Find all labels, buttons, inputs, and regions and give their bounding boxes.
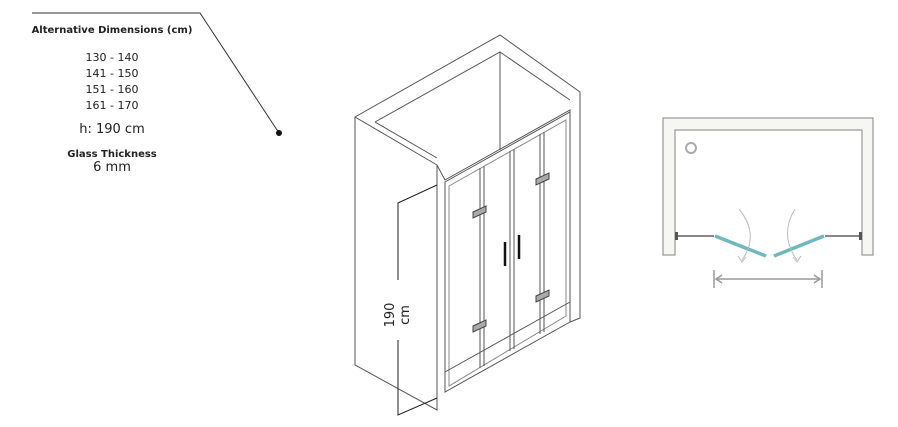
dimension-option: 130 - 140 [85,51,139,64]
dimension-option: 141 - 150 [85,67,139,80]
swing-arrow-left [738,208,751,261]
glass-thickness-value: 6 mm [93,160,131,175]
dimension-list: 130 - 140 141 - 150 151 - 160 161 - 170 [12,50,212,114]
width-arrow [713,270,823,288]
dimension-option: 161 - 170 [85,99,139,112]
plan-view [662,117,874,288]
drain-icon [685,142,697,154]
shower-iso-drawing [354,34,581,411]
height-spec: h: 190 cm [79,122,145,137]
left-glass-panel [714,234,767,258]
glass-thickness-label: Glass Thickness [67,149,157,160]
height-dimension [397,184,438,416]
dimension-option: 151 - 160 [85,83,139,96]
right-glass-panel [773,234,825,258]
alt-dimensions-title: Alternative Dimensions (cm) [31,25,193,36]
leader-dot [276,130,282,136]
door-hinges [472,172,550,333]
leader-line [32,12,280,134]
height-dimension-label: 190 cm [383,295,413,335]
swing-arrow-right [787,208,798,261]
door-handles [503,235,521,266]
